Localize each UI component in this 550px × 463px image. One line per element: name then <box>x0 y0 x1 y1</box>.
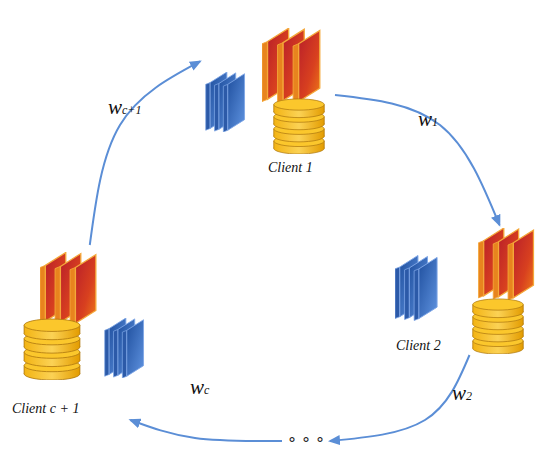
client-model-art <box>206 28 324 154</box>
weight-label: w2 <box>452 382 472 407</box>
weight-transfer-arrow <box>90 61 200 245</box>
client-node: ∘ ∘ ∘ <box>282 430 330 452</box>
weight-label: wc <box>190 376 209 401</box>
client-node: Client 2 <box>390 225 540 355</box>
client-model-art <box>24 252 143 380</box>
weight-transfer-arrow <box>335 95 500 225</box>
client-node: Client c + 1 <box>10 245 150 420</box>
client-node: Client 1 <box>200 25 335 177</box>
client-label: Client 1 <box>268 159 313 176</box>
weight-transfer-arrow <box>130 420 282 441</box>
client-model-art <box>395 228 533 354</box>
weight-transfer-arrow <box>330 355 470 441</box>
client-label: ∘ ∘ ∘ <box>282 431 330 448</box>
client-label: Client c + 1 <box>12 400 79 417</box>
weight-label: wc+1 <box>108 96 141 121</box>
weight-label: w1 <box>418 108 438 133</box>
client-label: Client 2 <box>396 337 441 354</box>
